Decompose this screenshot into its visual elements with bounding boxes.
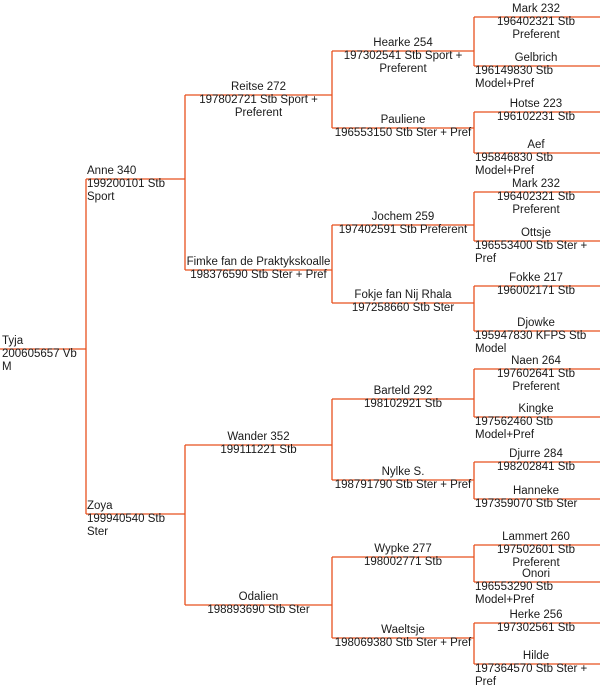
horse-name: Jochem 259 (371, 211, 435, 223)
horse-name: Hearke 254 (373, 37, 433, 49)
horse-registration: 197359070 Stb Ster (475, 498, 578, 510)
horse-name: Zoya (87, 500, 113, 512)
horse-name: Naen 264 (511, 355, 561, 367)
horse-name: Hanneke (512, 485, 560, 497)
horse-name: Tyja (2, 335, 24, 347)
horse-name: Hotse 223 (509, 98, 563, 110)
horse-name: Waeltsje (381, 624, 425, 636)
horse-registration: 200605657 Vb M (2, 348, 77, 373)
horse-registration: 196402321 Stb Preferent (496, 16, 576, 41)
horse-name: Pauliene (380, 114, 426, 126)
horse-name: Mark 232 (512, 3, 560, 15)
horse-registration: 197258660 Stb Ster (351, 302, 455, 314)
horse-name: Anne 340 (87, 165, 137, 177)
horse-registration: 197402591 Stb Preferent (338, 224, 468, 236)
horse-name: Barteld 292 (373, 385, 433, 397)
horse-registration: 199111221 Stb (220, 444, 297, 456)
horse-registration: 197302561 Stb (496, 622, 576, 634)
horse-name: Djurre 284 (509, 448, 563, 460)
horse-registration: 197602641 Stb Preferent (496, 368, 576, 393)
horse-registration: 197302541 Stb Sport + Preferent (343, 50, 463, 75)
horse-name: Djowke (517, 317, 555, 329)
horse-name: Aef (527, 139, 545, 151)
horse-registration: 198069380 Stb Ster + Pref (334, 637, 472, 649)
horse-registration: 196553290 Stb Model+Pref (475, 581, 554, 606)
horse-registration: 196553400 Stb Ster + Pref (475, 240, 588, 265)
horse-registration: 197502601 Stb Preferent (496, 544, 576, 569)
horse-name: Onori (521, 568, 551, 580)
horse-name: Fokje fan Nij Rhala (354, 289, 452, 301)
horse-registration: 196149830 Stb Model+Pref (475, 65, 554, 90)
horse-registration: 198002771 Stb (363, 556, 443, 568)
horse-registration: 195846830 Stb Model+Pref (475, 152, 554, 177)
horse-name: Lammert 260 (502, 531, 570, 543)
horse-registration: 195947830 KFPS Stb Model (475, 330, 587, 355)
horse-name: Ottsje (520, 227, 552, 239)
horse-registration: 198893690 Stb Ster (207, 604, 310, 616)
horse-registration: 196553150 Stb Ster + Pref (334, 127, 472, 139)
horse-registration: 196402321 Stb Preferent (496, 191, 576, 216)
horse-name: Kingke (518, 403, 554, 415)
horse-registration: 198102921 Stb (363, 398, 443, 410)
horse-registration: 196102231 Stb (496, 111, 576, 123)
horse-name: Mark 232 (512, 178, 560, 190)
horse-name: Gelbrich (514, 52, 558, 64)
horse-name: Fimke fan de Praktykskoalle (186, 256, 331, 268)
horse-registration: 198202841 Stb (496, 461, 576, 473)
horse-registration: 197562460 Stb Model+Pref (475, 416, 554, 441)
horse-name: Herke 256 (509, 609, 563, 621)
horse-name: Fokke 217 (509, 272, 563, 284)
horse-name: Reitse 272 (231, 81, 286, 93)
horse-registration: 197364570 Stb Ster + Pref (475, 663, 588, 688)
horse-name: Wander 352 (227, 431, 290, 443)
horse-registration: 199940540 Stb Ster (87, 513, 166, 538)
horse-registration: 198791790 Stb Ster + Pref (334, 479, 472, 491)
horse-name: Hilde (522, 650, 550, 662)
pedigree-node-g3-5: Nylke S.198791790 Stb Ster + Pref (333, 466, 473, 492)
horse-registration: 199200101 Stb Sport (87, 178, 166, 203)
horse-name: Odalien (238, 591, 279, 603)
horse-registration: 196002171 Stb (496, 285, 576, 297)
horse-registration: 197802721 Stb Sport + Preferent (199, 94, 318, 119)
horse-registration: 198376590 Stb Ster + Pref (190, 269, 327, 281)
horse-name: Wypke 277 (374, 543, 432, 555)
horse-name: Nylke S. (381, 466, 425, 478)
